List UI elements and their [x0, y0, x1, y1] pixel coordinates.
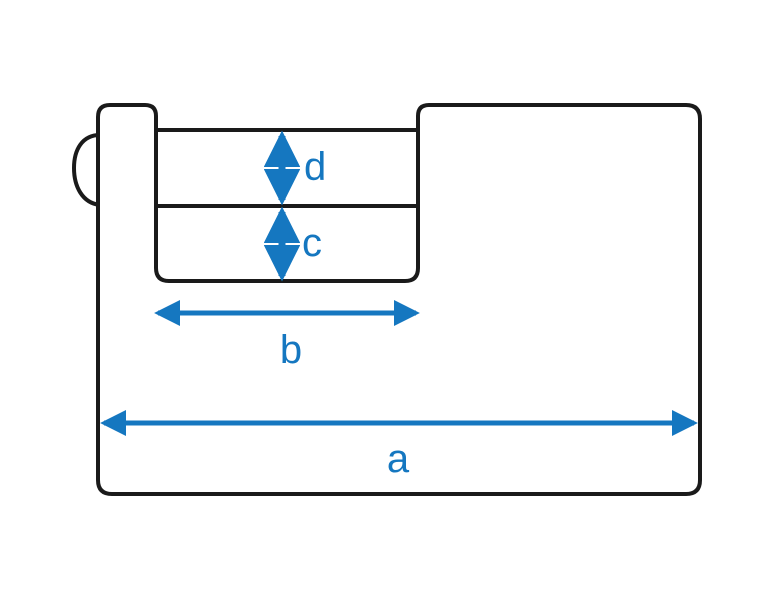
- padlock-outline: [71, 103, 702, 496]
- lock-body: [96, 103, 702, 496]
- dimension-b-label: b: [280, 328, 302, 372]
- lock-side-cap: [71, 133, 101, 207]
- dimension-d-label: d: [304, 145, 326, 189]
- dimension-annotations: d c b a: [100, 130, 698, 481]
- dimension-a-label: a: [387, 437, 410, 481]
- dimension-c-label: c: [302, 221, 322, 265]
